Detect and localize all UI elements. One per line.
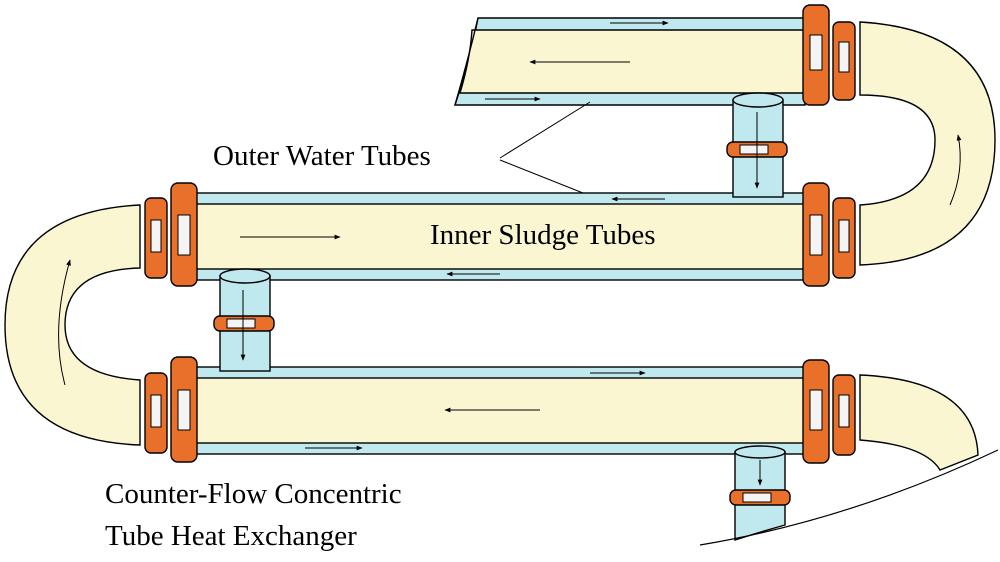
inner-sludge-tubes-label: Inner Sludge Tubes — [430, 219, 656, 251]
flange-mid-left — [144, 182, 198, 287]
flange-bottom-left — [144, 356, 198, 463]
leader-line-lower — [499, 159, 584, 194]
sludge-arrow-right-bend — [949, 134, 962, 206]
bottom-tube — [194, 366, 806, 455]
clamp-bottom — [729, 489, 791, 506]
outer-water-tubes-label: Outer Water Tubes — [213, 140, 431, 172]
sludge-arrow-left-bend — [58, 259, 71, 386]
flange-bottom-right — [802, 359, 856, 464]
bottom-right-outlet-bend — [859, 374, 979, 471]
right-u-bend — [859, 21, 996, 266]
clamp-left — [213, 315, 275, 332]
left-u-bend — [4, 204, 141, 446]
cut-line-bottom — [699, 449, 999, 546]
water-outlet-bottom — [734, 445, 786, 541]
caption-line-1: Counter-Flow Concentric — [105, 478, 402, 510]
leader-line-upper — [499, 101, 591, 159]
flange-top-right — [802, 4, 856, 106]
caption-line-2: Tube Heat Exchanger — [105, 520, 357, 552]
flange-mid-right — [802, 182, 856, 287]
